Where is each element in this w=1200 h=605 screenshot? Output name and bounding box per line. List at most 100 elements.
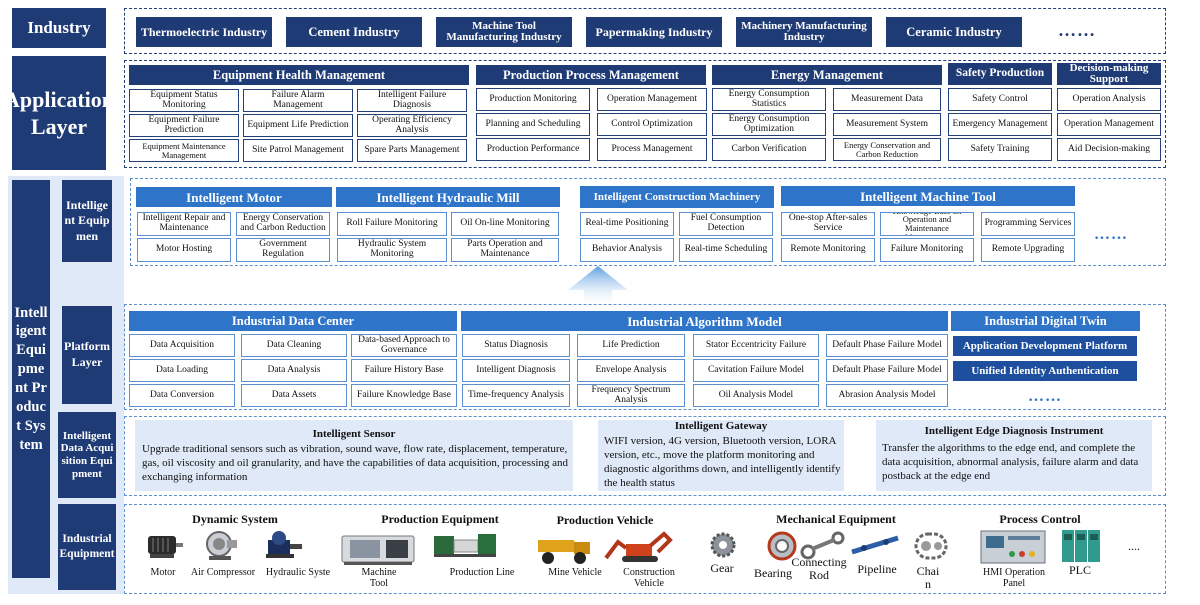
algorithm-item-5: Intelligent Diagnosis <box>462 359 570 382</box>
mill-item-3: Hydraulic System Monitoring <box>337 238 447 262</box>
gear-icon <box>708 530 738 560</box>
algorithm-item-12: Abrasion Analysis Model <box>826 384 948 407</box>
health-item-9: Spare Parts Management <box>357 139 467 162</box>
production-line-label: Production Line <box>440 568 524 579</box>
mill-item-1: Roll Failure Monitoring <box>337 212 447 236</box>
algorithm-item-1: Status Diagnosis <box>462 334 570 357</box>
up-arrow-icon <box>548 264 648 304</box>
tool-item-5: Failure Monitoring <box>880 238 974 262</box>
datacenter-item-9: Failure Knowledge Base <box>351 384 457 407</box>
chain-icon <box>912 530 950 562</box>
gateway-text: WIFI version, 4G version, Bluetooth vers… <box>604 434 844 490</box>
platform-label: Platform Layer <box>62 306 112 404</box>
production-item-6: Process Management <box>597 138 707 161</box>
edge-title: Intelligent Edge Diagnosis Instrument <box>876 425 1152 437</box>
tool-item-3: Programming Services <box>981 212 1075 236</box>
algorithm-item-9: Time-frequency Analysis <box>462 384 570 407</box>
datacenter-title: Industrial Data Center <box>129 311 457 331</box>
hydraulic-system-label: Hydraulic Syste <box>258 568 338 579</box>
health-item-6: Operating Efficiency Analysis <box>357 114 467 137</box>
motor-item-3: Motor Hosting <box>137 238 231 262</box>
algorithm-item-6: Envelope Analysis <box>577 359 685 382</box>
application-layer-label: Application Layer <box>12 56 106 170</box>
equipment-ellipsis: …… <box>1094 226 1128 244</box>
datacenter-item-7: Data Conversion <box>129 384 235 407</box>
decision-item-3: Aid Decision-making <box>1057 138 1161 161</box>
industry-ceramic: Ceramic Industry <box>886 17 1022 47</box>
mine-vehicle-icon <box>534 532 594 566</box>
industrial-label: Industrial Equipment <box>58 504 116 590</box>
decision-title: Decision-making Support <box>1057 63 1161 85</box>
pipeline-icon <box>850 532 900 560</box>
twin-item-1: Application Development Platform <box>953 336 1137 356</box>
mill-title: Intelligent Hydraulic Mill <box>336 187 560 207</box>
process-control-title: Process Control <box>970 512 1110 527</box>
construction-item-3: Behavior Analysis <box>580 238 674 262</box>
health-title: Equipment Health Management <box>129 65 469 85</box>
production-title: Production Process Management <box>476 65 706 85</box>
energy-item-1: Energy Consumption Statistics <box>712 88 826 111</box>
mine-vehicle-label: Mine Vehicle <box>540 568 610 579</box>
decision-item-1: Operation Analysis <box>1057 88 1161 111</box>
datacenter-item-1: Data Acquisition <box>129 334 235 357</box>
energy-item-5: Carbon Verification <box>712 138 826 161</box>
health-item-7: Equipment Maintenance Management <box>129 139 239 162</box>
twin-item-2: Unified Identity Authentication <box>953 361 1137 381</box>
algorithm-item-3: Stator Eccentricity Failure <box>693 334 819 357</box>
production-item-3: Planning and Scheduling <box>476 113 590 136</box>
industry-papermaking: Papermaking Industry <box>586 17 722 47</box>
algorithm-item-2: Life Prediction <box>577 334 685 357</box>
motor-item-1: Intelligent Repair and Maintenance <box>137 212 231 236</box>
construction-item-2: Fuel Consumption Detection <box>679 212 773 236</box>
mechanical-title: Mechanical Equipment <box>756 512 916 527</box>
air-compressor-label: Air Compressor <box>190 568 256 579</box>
algorithm-item-11: Oil Analysis Model <box>693 384 819 407</box>
machine-tool-label: Machine Tool <box>352 568 406 589</box>
production-line-icon <box>432 530 498 560</box>
safety-item-1: Safety Control <box>948 88 1052 111</box>
air-compressor-icon <box>203 528 239 562</box>
tool-item-2: Knowledge Base on Operation and Maintena… <box>880 212 974 236</box>
energy-item-4: Measurement System <box>833 113 941 136</box>
energy-item-3: Energy Consumption Optimization <box>712 113 826 136</box>
production-item-5: Production Performance <box>476 138 590 161</box>
plc-label: PLC <box>1062 564 1098 577</box>
production-item-4: Control Optimization <box>597 113 707 136</box>
mill-item-2: Oil On-line Monitoring <box>451 212 559 236</box>
energy-item-6: Energy Conservation and Carbon Reduction <box>833 138 941 161</box>
motor-title: Intelligent Motor <box>136 187 332 207</box>
tool-title: Intelligent Machine Tool <box>781 186 1075 206</box>
safety-item-2: Emergency Management <box>948 113 1052 136</box>
twin-title: Industrial Digital Twin <box>951 311 1140 331</box>
algorithm-item-7: Cavitation Failure Model <box>693 359 819 382</box>
datacenter-item-4: Data Loading <box>129 359 235 382</box>
hmi-panel-icon <box>980 530 1046 564</box>
gear-label: Gear <box>702 562 742 575</box>
connecting-rod-label: Connecting Rod <box>786 556 852 581</box>
machine-tool-icon <box>340 530 416 566</box>
health-item-8: Site Patrol Management <box>243 139 353 162</box>
sensor-text: Upgrade traditional sensors such as vibr… <box>142 442 570 484</box>
industry-cement: Cement Industry <box>286 17 422 47</box>
tool-item-1: One-stop After-sales Service <box>781 212 875 236</box>
chain-label: Chai n <box>914 565 942 590</box>
industry-thermoelectric: Thermoelectric Industry <box>136 17 272 47</box>
health-item-2: Failure Alarm Management <box>243 89 353 112</box>
construction-vehicle-icon <box>604 530 674 566</box>
hydraulic-system-icon <box>262 528 306 562</box>
construction-item-1: Real-time Positioning <box>580 212 674 236</box>
plc-icon <box>1060 528 1104 564</box>
edge-text: Transfer the algorithms to the edge end,… <box>882 441 1150 483</box>
construction-item-4: Real-time Scheduling <box>679 238 773 262</box>
motor-item-4: Government Regulation <box>236 238 330 262</box>
energy-title: Energy Management <box>712 65 942 85</box>
platform-ellipsis: …… <box>1028 388 1062 406</box>
decision-item-2: Operation Management <box>1057 113 1161 136</box>
energy-item-2: Measurement Data <box>833 88 941 111</box>
datacenter-item-5: Data Analysis <box>241 359 347 382</box>
acquisition-label: Intelligent Data Acquisition Equipment <box>58 412 116 498</box>
safety-title: Safety Production <box>948 63 1052 85</box>
safety-item-3: Safety Training <box>948 138 1052 161</box>
production-vehicle-title: Production Vehicle <box>540 513 670 528</box>
production-equipment-title: Production Equipment <box>350 512 530 527</box>
